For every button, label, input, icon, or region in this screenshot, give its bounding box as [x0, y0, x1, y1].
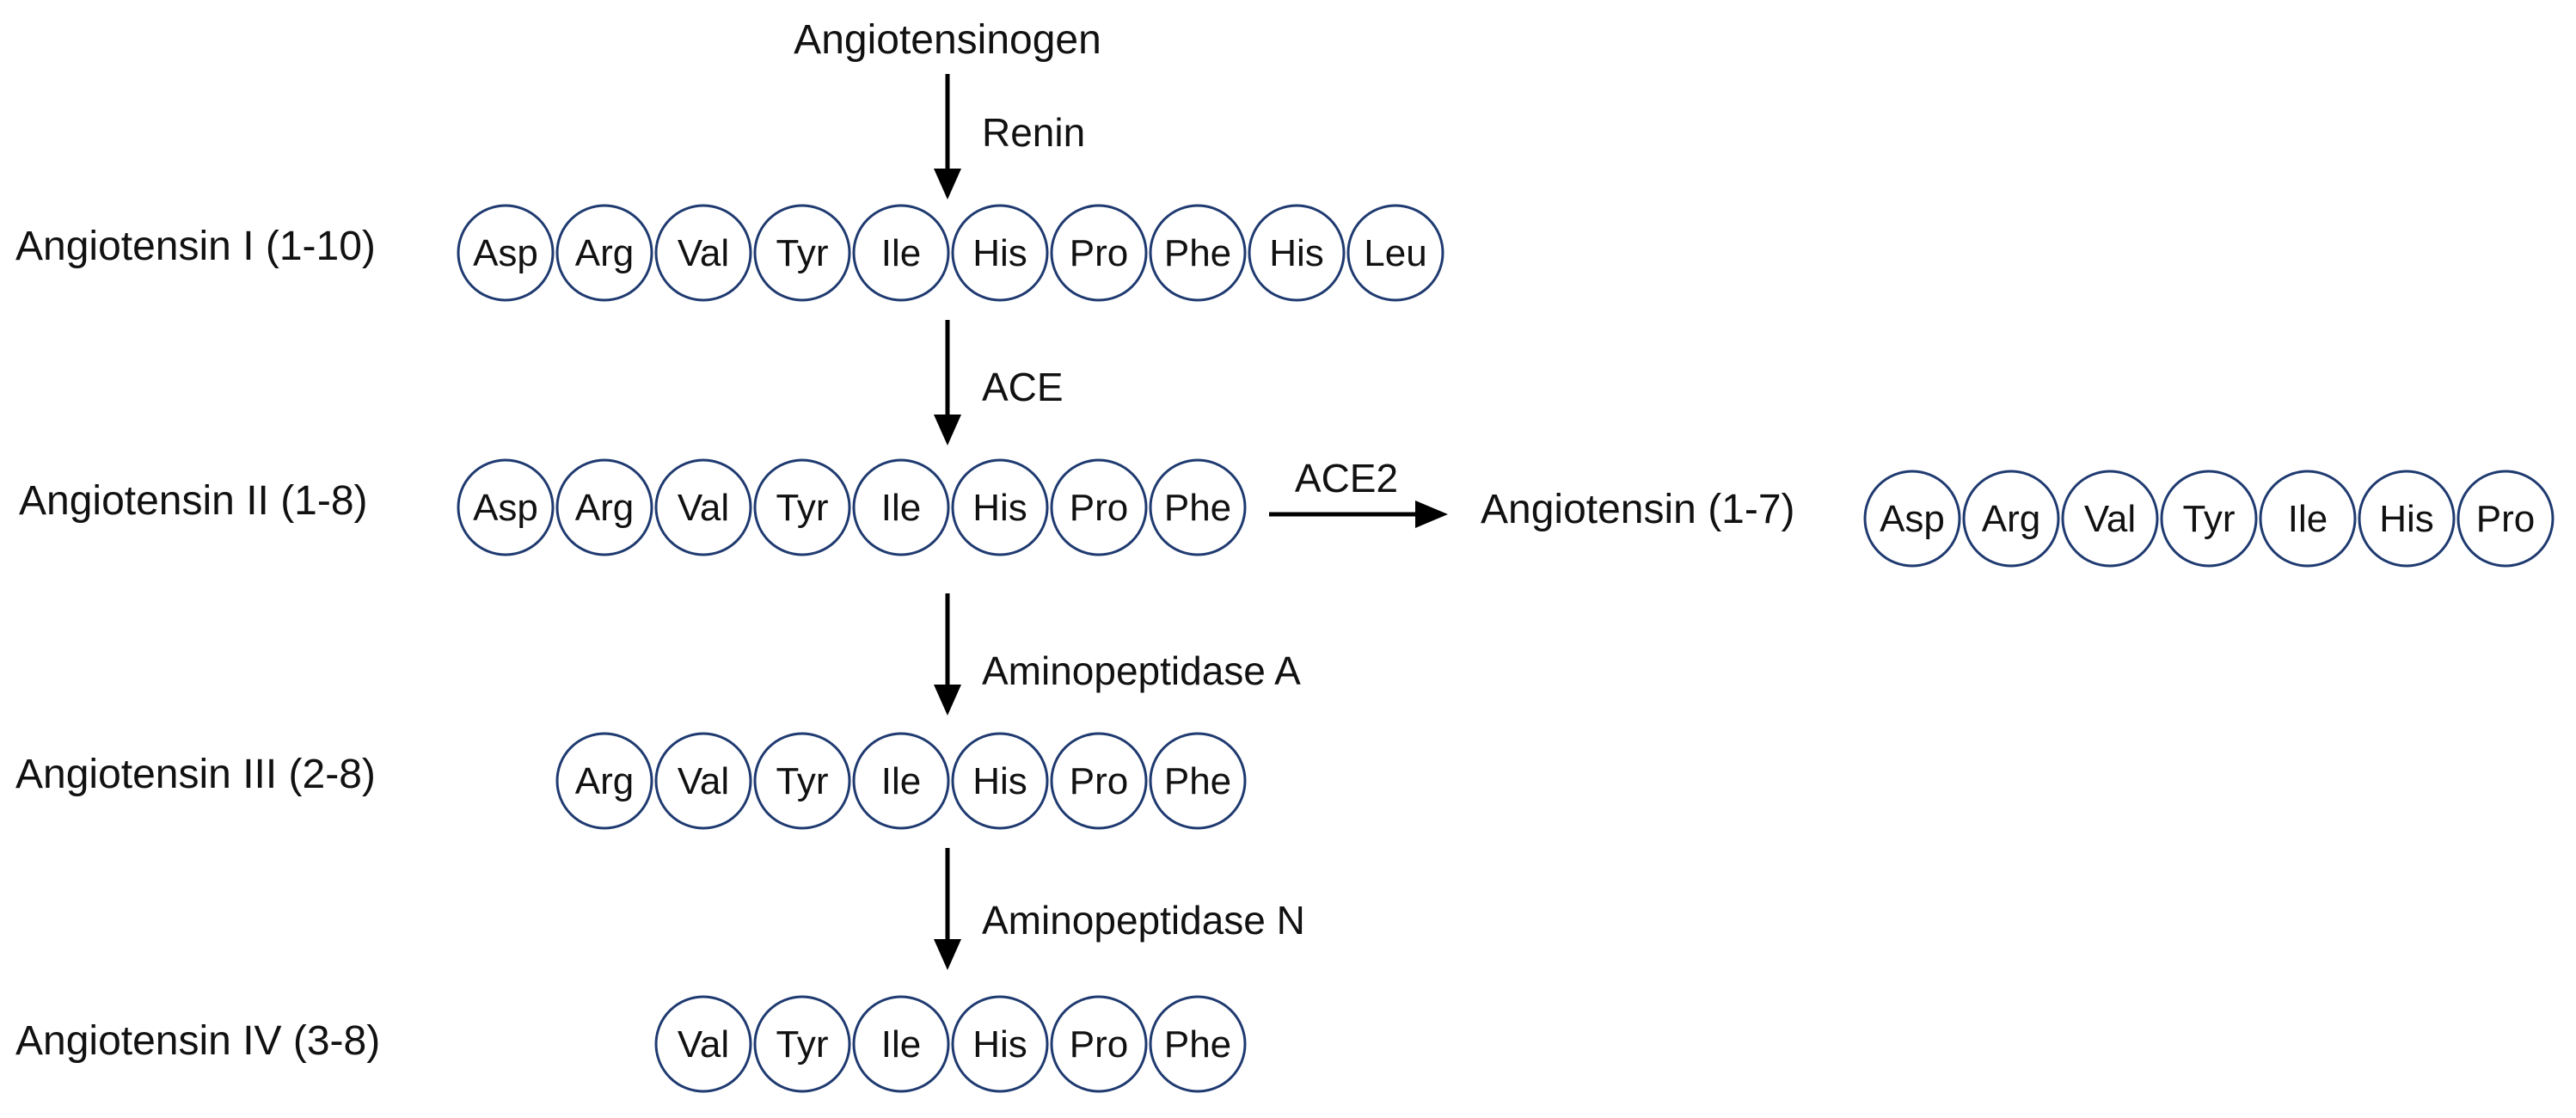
residue-label: His	[972, 232, 1027, 274]
residue-circle	[1346, 204, 1444, 302]
residue-label: His	[972, 760, 1027, 802]
enzyme-label-renin: Renin	[982, 110, 1085, 155]
residue-label: Phe	[1164, 760, 1231, 802]
enzyme-label-ace2: ACE2	[1295, 456, 1398, 501]
residue-circle	[654, 995, 752, 1093]
residue-circle	[852, 732, 950, 830]
residue-label: Arg	[575, 232, 634, 274]
residue-circle	[1962, 470, 2060, 568]
residue-circle	[753, 458, 851, 556]
residue-circle	[1863, 470, 1961, 568]
residue-chain-ang3: Arg Val Tyr Ile His Pro Phe	[555, 732, 1247, 830]
residue-label: Asp	[473, 487, 538, 529]
ace2-arrow	[1269, 501, 1448, 528]
residue-circle	[951, 204, 1049, 302]
residue-circle	[1149, 458, 1247, 556]
residue-label: Ile	[881, 760, 921, 802]
residue-label: Arg	[575, 760, 634, 802]
enzyme-label-aminopeptidase-a: Aminopeptidase A	[982, 648, 1301, 693]
residue-label: Tyr	[776, 760, 828, 802]
enzyme-label-ace: ACE	[982, 365, 1064, 409]
residue-circle	[852, 995, 950, 1093]
residue-label: His	[1269, 232, 1324, 274]
residue-label: His	[972, 487, 1027, 529]
peptide-label-ang1: Angiotensin I (1-10)	[15, 224, 376, 269]
residue-chain-ang2: Asp Arg Val Tyr Ile His Pro Phe	[457, 458, 1247, 556]
residue-circle	[951, 995, 1049, 1093]
residue-circle	[555, 204, 653, 302]
residue-label: His	[2379, 498, 2434, 540]
residue-label: Phe	[1164, 487, 1231, 529]
precursor-label: Angiotensinogen	[794, 17, 1101, 63]
residue-circle	[753, 204, 851, 302]
residue-label: Asp	[473, 232, 538, 274]
residue-label: Pro	[1070, 487, 1128, 529]
residue-chain-ang17: Asp Arg Val Tyr Ile His Pro	[1863, 470, 2555, 568]
residue-circle	[457, 204, 555, 302]
residue-label: Val	[678, 232, 729, 274]
aminopeptidase-a-arrow	[934, 593, 961, 716]
residue-label: Val	[678, 487, 729, 529]
residue-label: Arg	[1982, 498, 2040, 540]
residue-label: Ile	[881, 487, 921, 529]
residue-circle	[654, 204, 752, 302]
residue-label: Ile	[881, 1023, 921, 1066]
residue-label: Pro	[1070, 1023, 1128, 1066]
renin-arrow	[934, 74, 961, 200]
residue-circle	[1050, 732, 1148, 830]
residue-label: Arg	[575, 487, 634, 529]
residue-circle	[2456, 470, 2555, 568]
residue-circle	[852, 458, 950, 556]
residue-circle	[1149, 732, 1247, 830]
residue-circle	[2160, 470, 2258, 568]
residue-circle	[1050, 995, 1148, 1093]
residue-label: Pro	[1070, 760, 1128, 802]
residue-circle	[1248, 204, 1346, 302]
residue-circle	[951, 458, 1049, 556]
residue-label: Asp	[1880, 498, 1945, 540]
residue-circle	[753, 732, 851, 830]
residue-label: Pro	[1070, 232, 1128, 274]
residue-chain-ang4: Val Tyr Ile His Pro Phe	[654, 995, 1247, 1093]
residue-label: His	[972, 1023, 1027, 1066]
residue-chain-ang1: Asp Arg Val Tyr Ile His Pro Phe His Leu	[457, 204, 1444, 302]
residue-circle	[2358, 470, 2456, 568]
residue-label: Val	[678, 760, 729, 802]
residue-label: Tyr	[776, 232, 828, 274]
residue-circle	[555, 732, 653, 830]
residue-label: Phe	[1164, 232, 1231, 274]
residue-circle	[1050, 204, 1148, 302]
residue-circle	[2061, 470, 2159, 568]
residue-label: Pro	[2476, 498, 2535, 540]
residue-label: Val	[678, 1023, 729, 1066]
residue-circle	[2259, 470, 2357, 568]
residue-label: Ile	[2288, 498, 2328, 540]
aminopeptidase-n-arrow	[934, 848, 961, 970]
residue-circle	[654, 732, 752, 830]
residue-circle	[654, 458, 752, 556]
ace-arrow	[934, 320, 961, 445]
residue-circle	[1149, 995, 1247, 1093]
peptide-label-ang17: Angiotensin (1-7)	[1481, 487, 1795, 532]
residue-circle	[457, 458, 555, 556]
residue-label: Phe	[1164, 1023, 1231, 1066]
residue-circle	[951, 732, 1049, 830]
residue-circle	[1149, 204, 1247, 302]
enzyme-label-aminopeptidase-n: Aminopeptidase N	[982, 898, 1305, 943]
peptide-label-ang3: Angiotensin III (2-8)	[15, 752, 376, 797]
residue-label: Tyr	[2182, 498, 2235, 540]
peptide-label-ang2: Angiotensin II (1-8)	[19, 478, 368, 524]
residue-circle	[555, 458, 653, 556]
residue-label: Leu	[1364, 232, 1426, 274]
residue-circle	[852, 204, 950, 302]
residue-label: Val	[2084, 498, 2136, 540]
residue-circle	[1050, 458, 1148, 556]
peptide-label-ang4: Angiotensin IV (3-8)	[15, 1018, 380, 1064]
residue-label: Ile	[881, 232, 921, 274]
residue-label: Tyr	[776, 1023, 828, 1066]
residue-circle	[753, 995, 851, 1093]
residue-label: Tyr	[776, 487, 828, 529]
